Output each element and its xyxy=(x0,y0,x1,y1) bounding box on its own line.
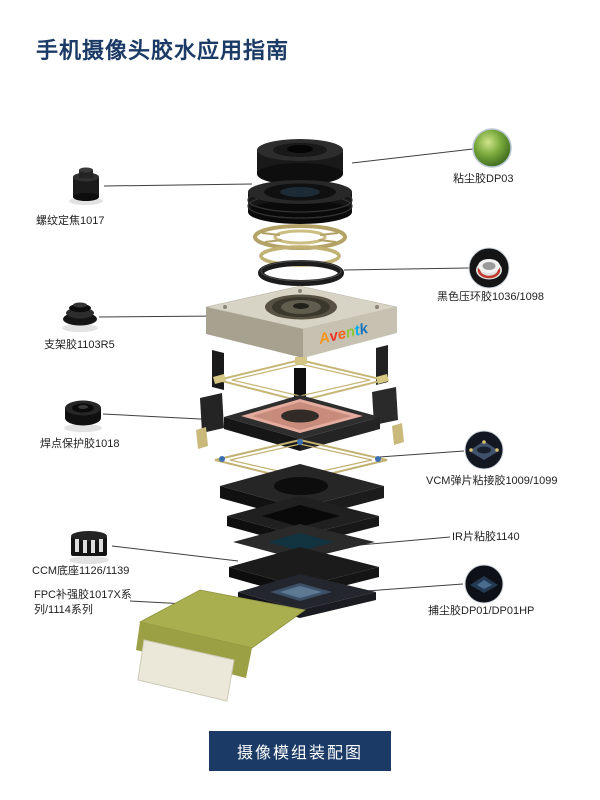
sensor-photo-icon xyxy=(464,564,504,604)
threaded-lens-barrel xyxy=(247,180,353,224)
leader-line-vcm-spring xyxy=(379,450,465,458)
leader-line-ccm-base xyxy=(111,545,239,562)
label-lens-barrel: 螺纹定焦1017 xyxy=(36,215,105,227)
label-vcm-spring: VCM弹片粘接胶1009/1099 xyxy=(426,475,558,487)
label-holder-glue: 支架胶1103R5 xyxy=(44,339,115,351)
leader-line-press-ring xyxy=(343,267,470,271)
holder-rings-photo-icon xyxy=(62,302,98,332)
leader-line-trap-gel xyxy=(351,583,464,593)
fpc-connector-pad xyxy=(137,639,235,702)
lens-barrel-photo-icon xyxy=(69,167,103,205)
label-dust-gel: 粘尘胶DP03 xyxy=(453,173,514,185)
leader-lines xyxy=(98,148,474,608)
corner-brackets xyxy=(196,345,404,449)
leader-line-ir-glue xyxy=(347,536,451,547)
coil-magnet-assembly xyxy=(224,395,380,451)
fpc-ribbon xyxy=(136,589,306,702)
shield-housing: Aventk xyxy=(205,285,398,358)
image-sensor-board xyxy=(238,574,376,618)
ir-filter-frame xyxy=(233,524,375,560)
gold-spring-washer xyxy=(253,224,347,250)
black-press-ring xyxy=(258,260,344,286)
green-gel-photo-icon xyxy=(472,128,512,168)
leader-line-holder-glue xyxy=(98,315,223,318)
label-fpc-glue: FPC补强胶1017X系列/1114系列 xyxy=(34,589,132,617)
vcm-spring-photo-icon xyxy=(464,430,504,470)
label-trap-gel: 捕尘胶DP01/DP01HP xyxy=(428,605,535,617)
brand-logo: Aventk xyxy=(316,320,370,348)
leader-line-solder-protect xyxy=(102,413,221,421)
lens-mount-photo-icon xyxy=(64,400,102,432)
label-press-ring: 黑色压环胶1036/1098 xyxy=(437,291,544,303)
footer-caption: 摄像模组装配图 xyxy=(208,731,392,771)
label-ccm-base: CCM底座1126/1139 xyxy=(32,565,130,577)
ccm-base-photo-icon xyxy=(69,531,109,564)
label-solder-protect: 焊点保护胶1018 xyxy=(40,438,120,450)
press-ring-photo-icon xyxy=(468,247,510,289)
leader-line-dust-gel xyxy=(351,148,474,164)
leader-line-lens-barrel xyxy=(103,183,253,187)
label-ir-glue: IR片粘胶1140 xyxy=(452,531,520,543)
page-title: 手机摄像头胶水应用指南 xyxy=(36,38,290,63)
lens-cap xyxy=(257,139,343,185)
